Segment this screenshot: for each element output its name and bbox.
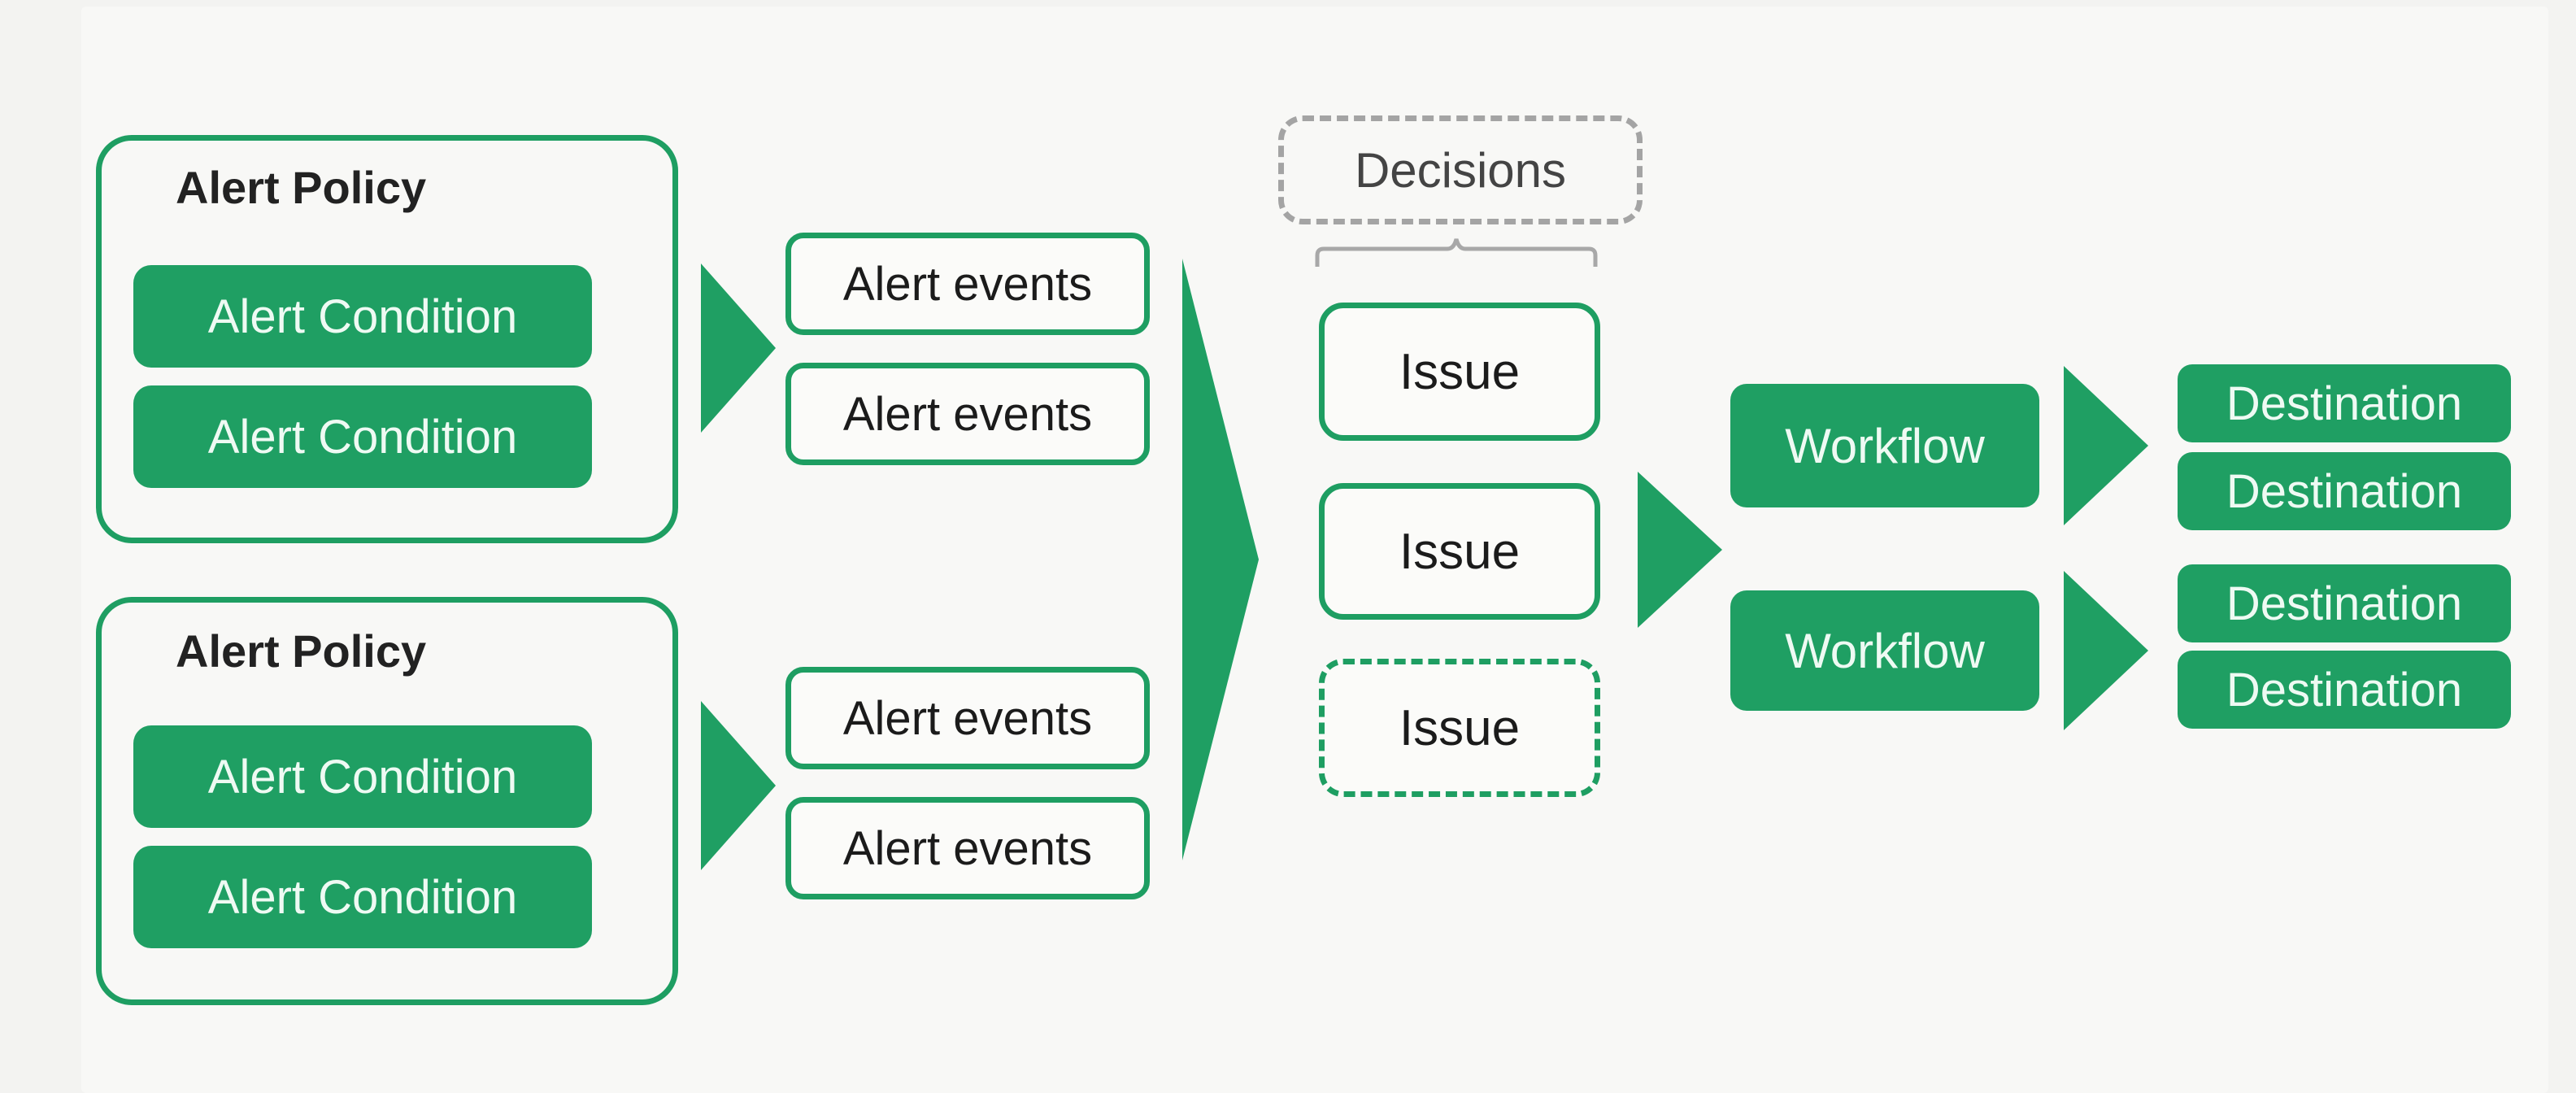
arrow-policy1-to-events — [701, 263, 776, 433]
destination-box: Destination — [2178, 564, 2511, 642]
alert-condition: Alert Condition — [133, 385, 592, 488]
alert-condition: Alert Condition — [133, 725, 592, 828]
decisions-brace — [1315, 238, 1598, 267]
issue-box-dashed: Issue — [1319, 659, 1600, 797]
destination-box: Destination — [2178, 452, 2511, 530]
alert-events-box: Alert events — [785, 363, 1150, 465]
decisions-box: Decisions — [1278, 115, 1643, 224]
alert-condition: Alert Condition — [133, 846, 592, 948]
arrow-issues-to-workflows — [1638, 472, 1722, 628]
destination-box: Destination — [2178, 651, 2511, 729]
arrow-workflow2-to-destinations — [2064, 571, 2148, 730]
alert-condition: Alert Condition — [133, 265, 592, 368]
alert-policy-title: Alert Policy — [176, 162, 427, 213]
destination-box: Destination — [2178, 364, 2511, 442]
workflow-box: Workflow — [1730, 590, 2039, 711]
workflow-box: Workflow — [1730, 384, 2039, 507]
issue-box: Issue — [1319, 483, 1600, 620]
alert-events-box: Alert events — [785, 667, 1150, 769]
arrow-policy2-to-events — [701, 701, 776, 870]
arrow-workflow1-to-destinations — [2064, 366, 2148, 525]
issue-box: Issue — [1319, 303, 1600, 441]
arrow-events-to-issues — [1182, 259, 1259, 860]
alert-policy-title: Alert Policy — [176, 625, 427, 677]
alert-events-box: Alert events — [785, 797, 1150, 899]
alert-events-box: Alert events — [785, 233, 1150, 335]
